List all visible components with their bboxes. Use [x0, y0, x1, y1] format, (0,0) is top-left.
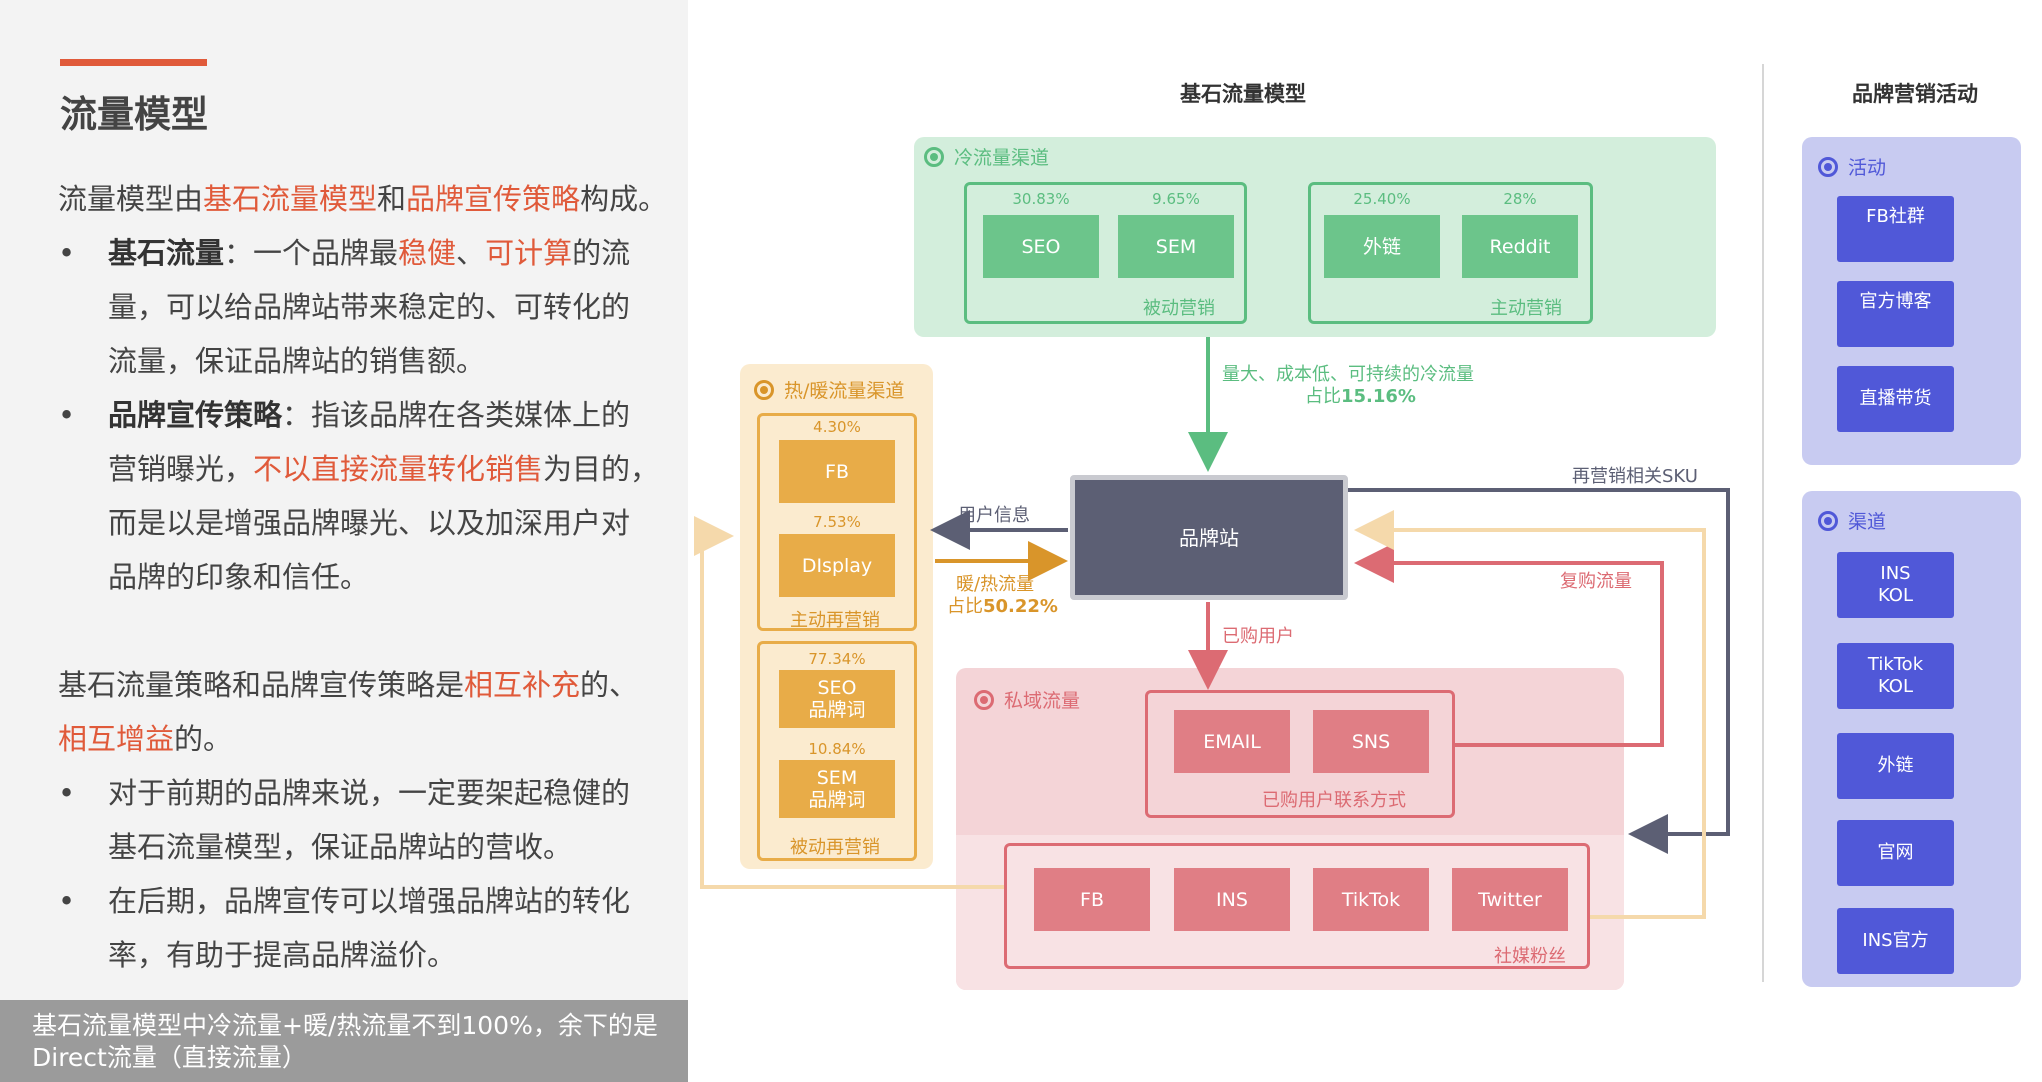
footer-note: 基石流量模型中冷流量+暖/热流量不到100%，余下的是 Direct流量（直接流… [0, 1000, 688, 1082]
tile-sns: SNS [1313, 710, 1429, 773]
channels-header: 渠道 [1818, 507, 1886, 534]
cold-active-group [1308, 182, 1593, 324]
warm-flow-share: 占比50.22% [947, 596, 1058, 617]
sem-percent: 9.65% [1152, 190, 1200, 208]
bullet-dot: • [58, 884, 76, 918]
social-to-warm-arrow [694, 516, 1004, 889]
title-accent-bar [60, 59, 207, 66]
activity-official-blog: 官方博客 [1837, 281, 1954, 347]
reddit-percent: 28% [1503, 190, 1537, 208]
channel-backlinks: 外链 [1837, 733, 1954, 799]
diagram-title: 基石流量模型 [1180, 82, 1306, 106]
social-to-site-arrow [1354, 510, 1706, 919]
warm-flow-label: 暖/热流量 [956, 574, 1035, 595]
purchased-users-label: 已购用户 [1222, 626, 1294, 647]
channel-tiktok-kol: TikTok KOL [1837, 643, 1954, 709]
warm-active-label: 主动再营销 [790, 610, 880, 631]
tile-social-twitter: Twitter [1452, 868, 1568, 931]
channel-official-site: 官网 [1837, 820, 1954, 886]
radio-icon [1818, 156, 1838, 177]
remarketing-sku-arrow [1348, 488, 1730, 854]
page-title: 流量模型 [60, 93, 208, 136]
radio-icon [924, 146, 944, 167]
social-fans-label: 社媒粉丝 [1494, 946, 1566, 967]
tile-social-tiktok: TikTok [1313, 868, 1429, 931]
radio-icon [974, 689, 994, 710]
cold-flow-label: 量大、成本低、可持续的冷流量 [1222, 364, 1474, 385]
tile-display: DIsplay [779, 534, 895, 597]
activities-header: 活动 [1818, 153, 1886, 180]
tile-social-ins: INS [1174, 868, 1290, 931]
remarketing-sku-label: 再营销相关SKU [1572, 466, 1698, 487]
tile-seo: SEO [983, 215, 1099, 278]
brand-marketing-title: 品牌营销活动 [1852, 82, 1978, 106]
warm-active-group [757, 413, 917, 631]
channel-ins-official: INS官方 [1837, 908, 1954, 974]
text-panel: 流量模型 流量模型由基石流量模型和品牌宣传策略构成。 • 基石流量：一个品牌最稳… [0, 0, 688, 1082]
radio-icon [1818, 510, 1838, 531]
activity-live-commerce: 直播带货 [1837, 366, 1954, 432]
user-info-label: 用户信息 [958, 505, 1030, 526]
tile-social-fb: FB [1034, 868, 1150, 931]
complement-paragraph: 基石流量策略和品牌宣传策略是相互补充的、 相互增益的。 [58, 668, 639, 756]
seo-percent: 30.83% [1012, 190, 1070, 208]
cold-channel-header: 冷流量渠道 [924, 143, 1049, 170]
tile-sem-brand-keywords: SEM 品牌词 [779, 760, 895, 818]
bullet-dot: • [58, 398, 76, 432]
private-traffic-header: 私域流量 [974, 686, 1080, 713]
warm-passive-label: 被动再营销 [790, 837, 880, 858]
display-percent: 7.53% [813, 513, 861, 531]
bullet-dot: • [58, 776, 76, 810]
purchased-contact-label: 已购用户联系方式 [1262, 790, 1406, 811]
tile-seo-brand-keywords: SEO 品牌词 [779, 670, 895, 728]
tile-fb-remarketing: FB [779, 440, 895, 503]
section-divider [1762, 64, 1764, 982]
channel-ins-kol: INS KOL [1837, 552, 1954, 618]
social-fans-group [1004, 843, 1590, 969]
cold-active-label: 主动营销 [1490, 298, 1562, 319]
purchased-contact-group [1145, 690, 1455, 818]
cold-flow-share: 占比15.16% [1305, 386, 1416, 407]
tile-email: EMAIL [1174, 710, 1290, 773]
tile-sem: SEM [1118, 215, 1234, 278]
fb-percent: 4.30% [813, 418, 861, 436]
repurchase-arrow [1354, 543, 1664, 747]
activity-fb-community: FB社群 [1837, 196, 1954, 262]
warm-channel-header: 热/暖流量渠道 [754, 376, 904, 403]
warm-passive-group [757, 641, 917, 861]
seo-brand-percent: 77.34% [808, 650, 866, 668]
tile-backlink: 外链 [1324, 215, 1440, 278]
cold-passive-group [964, 182, 1247, 324]
sem-brand-percent: 10.84% [808, 740, 866, 758]
bullet-dot: • [58, 236, 76, 270]
tile-reddit: Reddit [1462, 215, 1578, 278]
cold-passive-label: 被动营销 [1143, 298, 1215, 319]
radio-icon [754, 379, 774, 400]
backlink-percent: 25.40% [1353, 190, 1411, 208]
brand-site-box: 品牌站 [1070, 475, 1348, 600]
intro-paragraph: 流量模型由基石流量模型和品牌宣传策略构成。 [58, 182, 668, 216]
repurchase-label: 复购流量 [1560, 571, 1632, 592]
